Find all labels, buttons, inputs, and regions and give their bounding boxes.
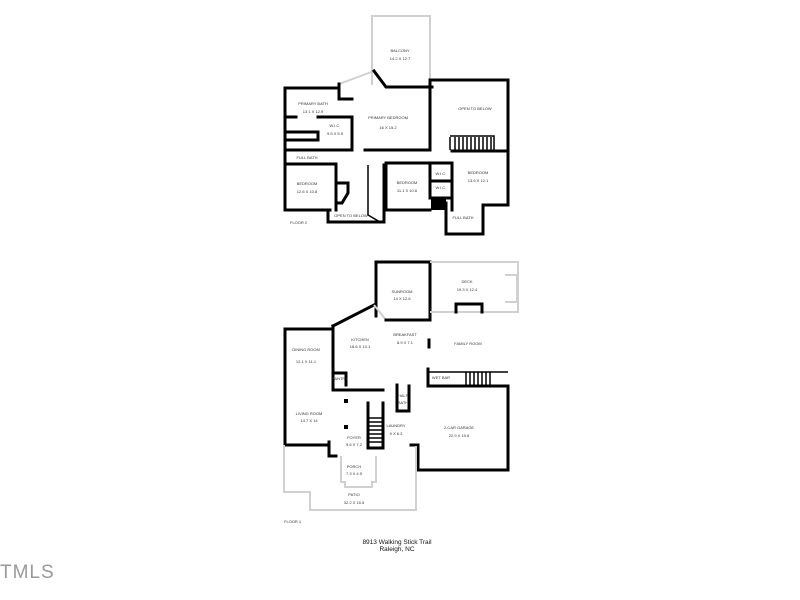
floor-1-labels: SUNROOM 14 X 12.6 DECK 19.3 X 12.4 KITCH… (284, 279, 482, 524)
svg-text:PATIO: PATIO (348, 492, 359, 497)
floor-2-walls (283, 15, 510, 236)
address: 8913 Walking Stick Trail Raleigh, NC (330, 539, 464, 553)
svg-text:HALF: HALF (398, 393, 409, 398)
svg-text:12.1 X 11.1: 12.1 X 11.1 (296, 359, 317, 364)
svg-text:BEDROOM: BEDROOM (468, 170, 489, 175)
svg-text:PRIMARY BEDROOM: PRIMARY BEDROOM (368, 115, 408, 120)
svg-text:BREAKFAST: BREAKFAST (393, 332, 417, 337)
svg-text:KITCHEN: KITCHEN (351, 337, 369, 342)
svg-text:2-CAR GARAGE: 2-CAR GARAGE (444, 425, 475, 430)
svg-text:W.I.C.: W.I.C. (436, 171, 447, 176)
svg-text:BATH: BATH (398, 400, 408, 405)
svg-text:9 X 6.3: 9 X 6.3 (390, 431, 403, 436)
svg-text:W.I.C.: W.I.C. (330, 123, 341, 128)
svg-text:SUNROOM: SUNROOM (392, 289, 413, 294)
svg-text:PORCH: PORCH (347, 464, 362, 469)
svg-text:LAUNDRY: LAUNDRY (386, 423, 405, 428)
svg-text:PANTRY: PANTRY (332, 376, 348, 381)
svg-text:14 X 12.6: 14 X 12.6 (393, 296, 411, 301)
svg-text:OPEN TO BELOW: OPEN TO BELOW (334, 213, 368, 218)
svg-text:FLOOR 1: FLOOR 1 (284, 519, 302, 524)
floor-2-labels: BALCONY 14.2 X 12.7 PRIMARY BATH 13.1 X … (290, 48, 492, 225)
svg-text:32.2 X 15.5: 32.2 X 15.5 (344, 500, 365, 505)
svg-text:WET BAR: WET BAR (432, 375, 450, 380)
svg-text:BALCONY: BALCONY (390, 48, 409, 53)
svg-text:14.2 X 12.7: 14.2 X 12.7 (390, 56, 411, 61)
svg-text:13.6 X 12.1: 13.6 X 12.1 (468, 178, 489, 183)
svg-text:14.7 X 14: 14.7 X 14 (300, 418, 318, 423)
address-line1: 8913 Walking Stick Trail (362, 539, 432, 546)
svg-text:OPEN TO BELOW: OPEN TO BELOW (458, 106, 492, 111)
svg-text:W.I.C.: W.I.C. (436, 185, 447, 190)
svg-text:13.1 X 12.9: 13.1 X 12.9 (303, 109, 324, 114)
svg-text:9.5 X 5.5: 9.5 X 5.5 (327, 131, 344, 136)
floor-1-walls (283, 260, 519, 511)
svg-text:BEDROOM: BEDROOM (297, 181, 318, 186)
svg-text:FOYER: FOYER (347, 435, 361, 440)
svg-text:FAMILY ROOM: FAMILY ROOM (454, 341, 481, 346)
svg-text:DINING ROOM: DINING ROOM (292, 347, 320, 352)
svg-text:16 X 15.2: 16 X 15.2 (379, 125, 397, 130)
svg-text:FLOOR 2: FLOOR 2 (290, 220, 308, 225)
svg-text:LIVING ROOM: LIVING ROOM (296, 411, 323, 416)
svg-text:9.6 X 7.2: 9.6 X 7.2 (346, 442, 363, 447)
svg-text:7.3 X 4.5: 7.3 X 4.5 (346, 471, 363, 476)
svg-text:22.9 X 19.6: 22.9 X 19.6 (449, 433, 470, 438)
mls-watermark: TMLS (0, 562, 55, 583)
address-line2: Raleigh, NC (379, 546, 415, 553)
svg-text:8.9 X 7.1: 8.9 X 7.1 (397, 340, 414, 345)
svg-text:18.6 X 13.1: 18.6 X 13.1 (350, 344, 371, 349)
svg-text:DECK: DECK (461, 279, 472, 284)
svg-text:FULL BATH: FULL BATH (452, 215, 473, 220)
svg-text:11.1 X 10.6: 11.1 X 10.6 (397, 188, 418, 193)
svg-text:FULL BATH: FULL BATH (296, 155, 317, 160)
svg-text:12.6 X 10.8: 12.6 X 10.8 (297, 189, 318, 194)
svg-text:PRIMARY BATH: PRIMARY BATH (298, 101, 328, 106)
svg-text:BEDROOM: BEDROOM (397, 180, 418, 185)
svg-text:19.3 X 12.4: 19.3 X 12.4 (457, 287, 478, 292)
